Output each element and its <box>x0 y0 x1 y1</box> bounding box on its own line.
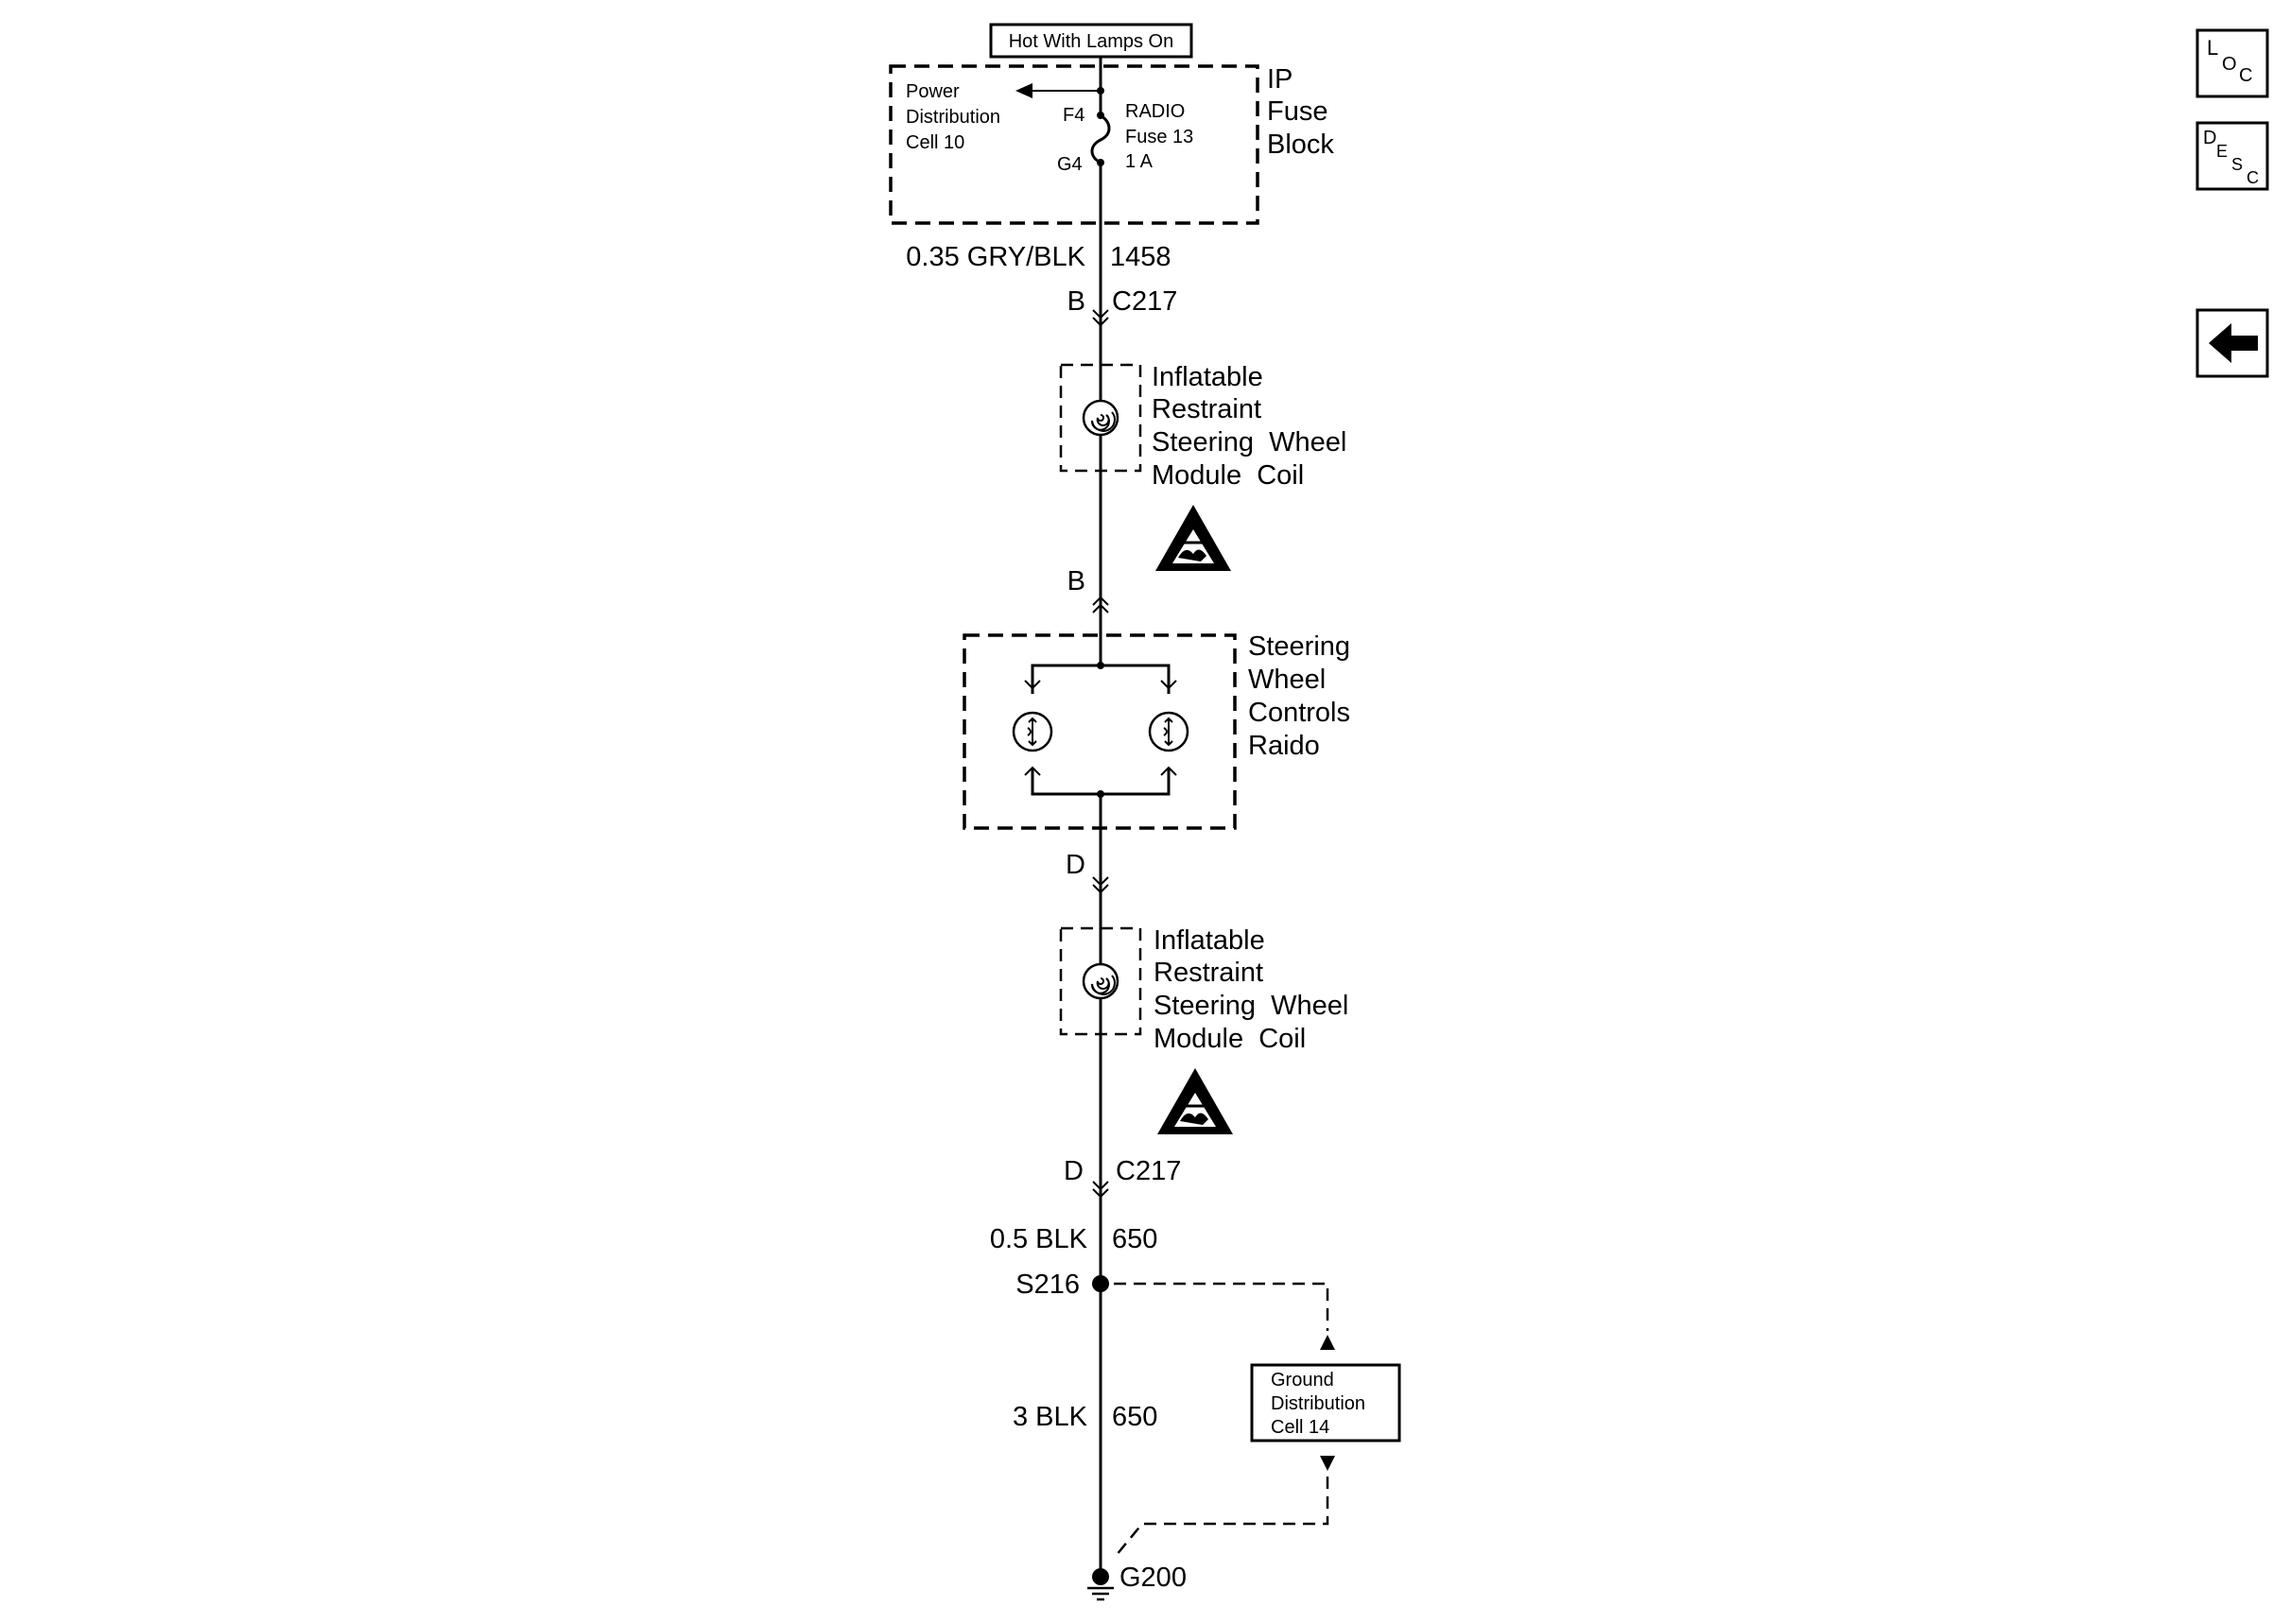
ground-distribution-box: Ground Distribution Cell 14 <box>1250 1363 1401 1443</box>
pin-mid-b: B <box>1067 566 1085 596</box>
pin-mid-d: D <box>1066 850 1085 880</box>
switch-left-icon <box>1012 680 1053 776</box>
fuse-block-name-2: Fuse <box>1267 96 1327 127</box>
ground-symbol-icon <box>1087 1568 1114 1601</box>
ip-fuse-block: IP Fuse Block Power Distribution Cell 10… <box>889 57 1334 225</box>
splice-dot <box>1092 1275 1109 1292</box>
power-feed-arrow-icon <box>1015 83 1032 98</box>
connector-top-pin: B <box>1067 286 1085 317</box>
ground-dist-line-2: Distribution <box>1271 1393 1365 1414</box>
wire-top-circuit: 1458 <box>1110 242 1171 272</box>
ground-label: G200 <box>1119 1563 1187 1593</box>
connector-top-name: C217 <box>1112 286 1177 317</box>
fuse-label-2: Fuse 13 <box>1125 127 1193 147</box>
pin-g4: G4 <box>1057 154 1083 175</box>
clockspring-upper-icon <box>1082 399 1119 437</box>
loc-char-l: L <box>2207 36 2218 60</box>
connector-bottom-name: C217 <box>1116 1156 1181 1186</box>
wire-bottom-gauge: 3 BLK <box>1013 1402 1088 1432</box>
wire-mid-circuit: 650 <box>1112 1224 1157 1254</box>
controls-line-4: Raido <box>1248 731 1320 761</box>
coil-upper-line-4: Module Coil <box>1152 460 1304 491</box>
ground-dist-line-1: Ground <box>1271 1370 1334 1391</box>
fuse-block-name-3: Block <box>1267 130 1334 160</box>
fuse-block-name-1: IP <box>1267 64 1293 95</box>
coil-upper-line-3: Steering Wheel <box>1152 427 1346 458</box>
connector-top-chevron-icon <box>1092 309 1109 327</box>
controls-line-3: Controls <box>1248 698 1350 728</box>
pin-f4: F4 <box>1063 105 1084 126</box>
connector-bottom-pin: D <box>1064 1156 1084 1186</box>
coil-lower-line-4: Module Coil <box>1154 1024 1306 1054</box>
fuse-label-1: RADIO <box>1125 101 1185 122</box>
ground-dist-down-arrow-icon <box>1320 1456 1335 1471</box>
coil-lower-line-1: Inflatable <box>1154 925 1265 956</box>
coil-upper: Inflatable Restraint Steering Wheel Modu… <box>1059 362 1346 491</box>
ground-dist-line-3: Cell 14 <box>1271 1417 1329 1438</box>
hot-label: Hot With Lamps On <box>1009 31 1174 52</box>
splice-label: S216 <box>1015 1270 1080 1300</box>
fuse-label-3: 1 A <box>1125 151 1154 172</box>
controls-line-2: Wheel <box>1248 665 1326 695</box>
coil-lower: Inflatable Restraint Steering Wheel Modu… <box>1059 925 1348 1054</box>
fuse-icon <box>1090 113 1111 164</box>
loc-char-o: O <box>2222 54 2237 75</box>
pin-mid-d-chevron-icon <box>1092 876 1109 894</box>
coil-lower-line-3: Steering Wheel <box>1154 991 1348 1021</box>
wire-mid-gauge: 0.5 BLK <box>990 1224 1088 1254</box>
ground-dist-up-arrow-icon <box>1320 1335 1335 1350</box>
coil-upper-line-1: Inflatable <box>1152 362 1263 392</box>
wire-bottom-circuit: 650 <box>1112 1402 1157 1432</box>
desc-char-e: E <box>2216 142 2228 161</box>
switch-right-icon <box>1148 680 1189 776</box>
esd-warning-lower-icon <box>1157 1068 1233 1134</box>
back-button[interactable] <box>2195 308 2269 378</box>
loc-button[interactable]: L O C <box>2195 28 2269 98</box>
power-dist-line-2: Distribution <box>906 107 1000 128</box>
power-dist-line-3: Cell 10 <box>906 132 964 153</box>
coil-upper-line-2: Restraint <box>1152 394 1261 424</box>
desc-button[interactable]: D E S C <box>2195 121 2269 191</box>
controls-line-1: Steering <box>1248 631 1350 662</box>
steering-wheel-controls: Steering Wheel Controls Raido <box>963 624 1350 830</box>
power-dist-line-1: Power <box>906 81 960 102</box>
hot-label-box: Hot With Lamps On <box>989 23 1193 59</box>
connector-bottom-chevron-icon <box>1092 1181 1109 1199</box>
left-arrow-icon <box>2209 323 2258 363</box>
clockspring-lower-icon <box>1082 962 1119 1000</box>
loc-char-c: C <box>2239 65 2252 86</box>
esd-warning-upper-icon <box>1155 505 1231 571</box>
desc-char-d: D <box>2203 128 2216 148</box>
coil-lower-line-2: Restraint <box>1154 958 1263 988</box>
desc-char-s: S <box>2231 155 2243 174</box>
wire-top-gauge: 0.35 GRY/BLK <box>906 242 1085 272</box>
pin-mid-b-chevron-icon <box>1092 596 1109 613</box>
desc-char-c: C <box>2247 168 2259 187</box>
